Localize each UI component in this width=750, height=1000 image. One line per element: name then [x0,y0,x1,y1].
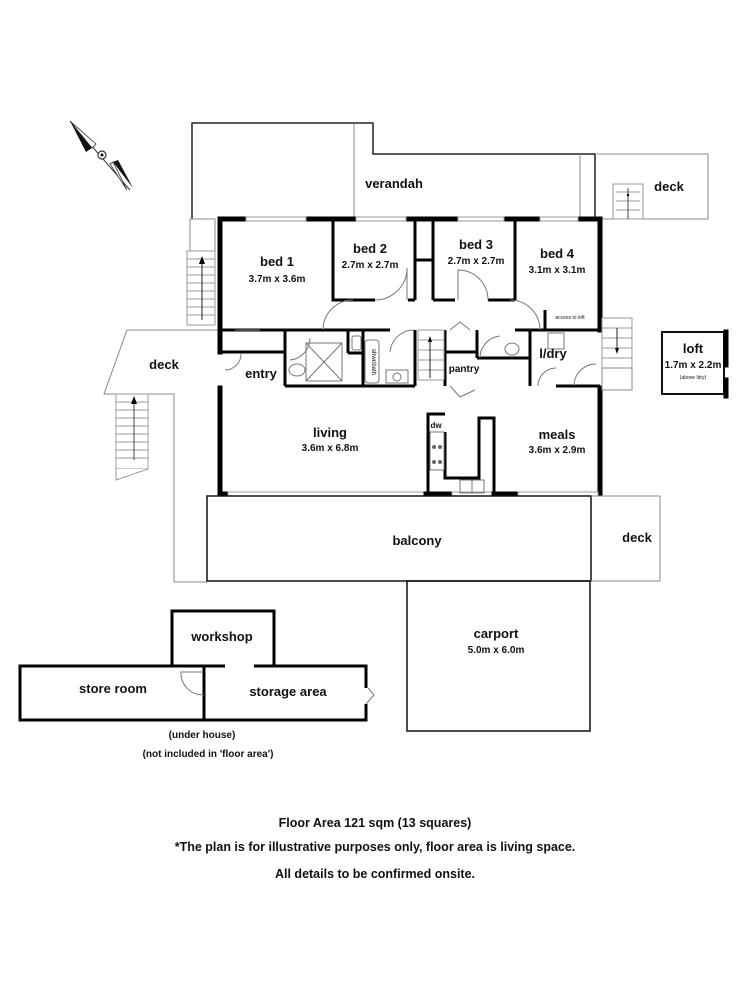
stairs-icon [186,218,216,326]
bed2-label: bed 2 [353,241,387,256]
bed3-label: bed 3 [459,237,493,252]
balcony-label: balcony [392,533,442,548]
north-arrow-icon [69,120,133,191]
meals-label: meals [539,427,576,442]
deck-right-label: deck [622,530,652,545]
doors [224,267,597,398]
access-to-loft-label: access to loft [555,315,585,321]
carport-size: 5.0m x 6.0m [468,645,525,656]
stairs-icon [601,317,633,391]
loft-note: (above ldry) [680,375,707,381]
under-house-note: (under house) [169,730,236,741]
entry-label: entry [245,366,278,381]
disclaimer-text: *The plan is for illustrative purposes o… [174,840,576,854]
bed1-label: bed 1 [260,254,294,269]
house-walls [217,216,603,497]
bed2-size: 2.7m x 2.7m [342,260,399,271]
bed1-size: 3.7m x 3.6m [249,274,306,285]
deck-top-label: deck [654,179,684,194]
bathtub-icon [364,339,380,384]
fixtures [288,332,565,494]
carport-label: carport [474,626,519,641]
verandah-outline [191,122,596,219]
living-label: living [313,425,347,440]
pantry-label: pantry [449,364,480,375]
deck-left-outline [103,329,218,583]
loft-outline [661,329,729,399]
floor-area-text: Floor Area 121 sqm (13 squares) [278,816,472,830]
under-house-outline [18,609,375,722]
dishwasher-label: dw [430,421,442,430]
workshop-label: workshop [190,629,252,644]
bed4-label: bed 4 [540,246,575,261]
carport-outline [406,580,591,732]
not-included-note: (not included in 'floor area') [143,749,274,760]
bed4-size: 3.1m x 3.1m [529,265,586,276]
stove-icon [429,431,445,471]
meals-size: 3.6m x 2.9m [529,445,586,456]
storage-area-label: storage area [249,684,327,699]
verandah-label: verandah [365,176,423,191]
deck-left-label: deck [149,357,179,372]
confirm-text: All details to be confirmed onsite. [274,867,476,881]
balcony-outline [206,495,661,582]
loft-label: loft [683,341,704,356]
loft-size: 1.7m x 2.2m [665,360,722,371]
shwr-bath-label: shwr/bath [370,349,376,375]
bed3-size: 2.7m x 2.7m [448,256,505,267]
deck-top-outline [597,153,709,220]
stairs-icon [417,329,445,381]
store-room-label: store room [79,681,147,696]
stairs-icon [612,183,644,220]
laundry-label: l/dry [539,346,567,361]
stairs-icon [115,393,149,481]
living-size: 3.6m x 6.8m [302,443,359,454]
